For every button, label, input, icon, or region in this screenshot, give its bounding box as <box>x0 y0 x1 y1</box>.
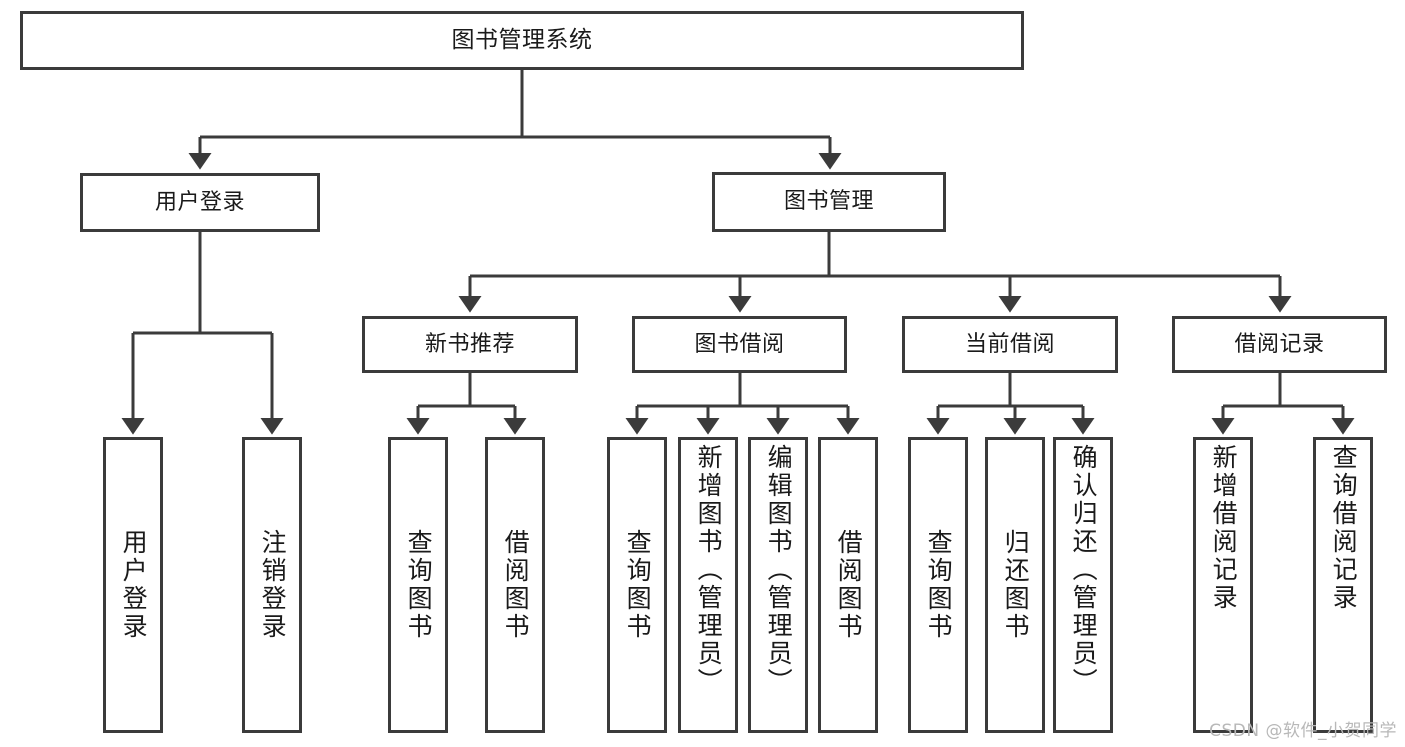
node-user-login[interactable]: 用户登录 <box>80 173 320 232</box>
node-leaf-user-logout-label: 注销登录 <box>258 529 288 641</box>
node-book-manage-label: 图书管理 <box>783 189 874 215</box>
watermark: CSDN @软件_小贺同学 <box>1209 721 1397 741</box>
node-leaf-user-login[interactable]: 用户登录 <box>103 437 163 733</box>
node-current-borrow-label: 当前借阅 <box>964 331 1055 357</box>
node-book-borrow[interactable]: 图书借阅 <box>632 316 847 373</box>
node-book-manage[interactable]: 图书管理 <box>712 172 946 232</box>
node-leaf-query-book-1-label: 查询图书 <box>404 529 434 641</box>
node-leaf-query-book-2-label: 查询图书 <box>623 529 653 641</box>
node-root-label: 图书管理系统 <box>451 27 593 54</box>
node-new-book-recommend-label: 新书推荐 <box>424 331 515 357</box>
node-leaf-add-book-label: 新增图书（管理员） <box>694 444 724 696</box>
node-leaf-query-record-label: 查询借阅记录 <box>1329 444 1359 612</box>
node-leaf-query-record[interactable]: 查询借阅记录 <box>1313 437 1373 733</box>
node-leaf-borrow-book-2[interactable]: 借阅图书 <box>818 437 878 733</box>
node-leaf-add-record[interactable]: 新增借阅记录 <box>1193 437 1253 733</box>
node-current-borrow[interactable]: 当前借阅 <box>902 316 1118 373</box>
node-leaf-user-login-label: 用户登录 <box>119 529 149 641</box>
node-leaf-query-book-2[interactable]: 查询图书 <box>607 437 667 733</box>
node-leaf-query-book-3[interactable]: 查询图书 <box>908 437 968 733</box>
node-leaf-add-record-label: 新增借阅记录 <box>1209 444 1239 612</box>
node-leaf-edit-book[interactable]: 编辑图书（管理员） <box>748 437 808 733</box>
node-new-book-recommend[interactable]: 新书推荐 <box>362 316 578 373</box>
node-leaf-return-book[interactable]: 归还图书 <box>985 437 1045 733</box>
node-leaf-borrow-book-2-label: 借阅图书 <box>834 529 864 641</box>
node-leaf-confirm-return-label: 确认归还（管理员） <box>1069 444 1099 696</box>
node-leaf-edit-book-label: 编辑图书（管理员） <box>764 444 794 696</box>
node-leaf-query-book-3-label: 查询图书 <box>924 529 954 641</box>
node-leaf-user-logout[interactable]: 注销登录 <box>242 437 302 733</box>
node-borrow-record-label: 借阅记录 <box>1234 331 1325 357</box>
node-book-borrow-label: 图书借阅 <box>694 331 785 357</box>
node-borrow-record[interactable]: 借阅记录 <box>1172 316 1387 373</box>
node-root[interactable]: 图书管理系统 <box>20 11 1024 70</box>
node-leaf-query-book-1[interactable]: 查询图书 <box>388 437 448 733</box>
node-leaf-add-book[interactable]: 新增图书（管理员） <box>678 437 738 733</box>
node-leaf-confirm-return[interactable]: 确认归还（管理员） <box>1053 437 1113 733</box>
node-leaf-borrow-book-1[interactable]: 借阅图书 <box>485 437 545 733</box>
node-user-login-label: 用户登录 <box>154 189 245 215</box>
node-leaf-return-book-label: 归还图书 <box>1001 529 1031 641</box>
node-leaf-borrow-book-1-label: 借阅图书 <box>501 529 531 641</box>
